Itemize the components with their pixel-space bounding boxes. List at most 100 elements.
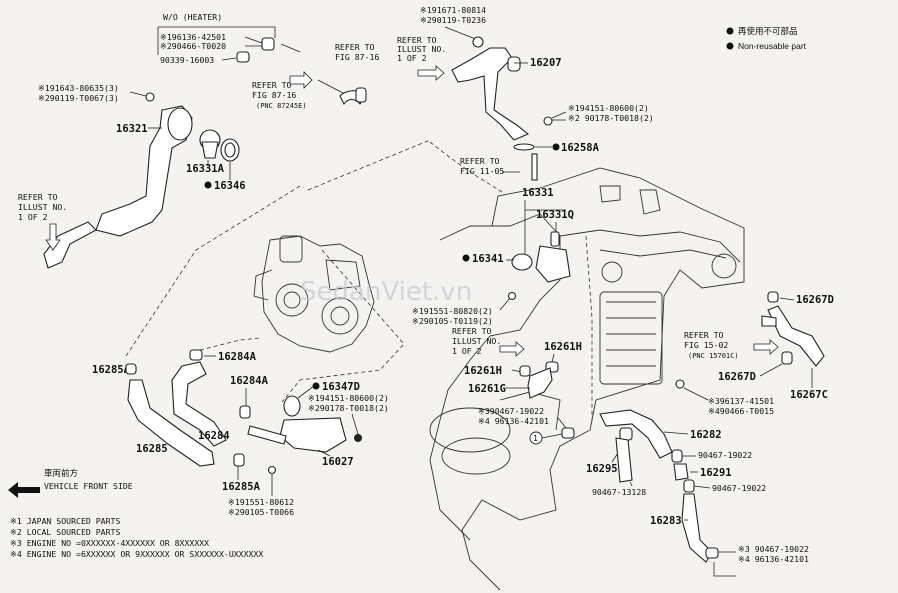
svg-text:FIG 87-16: FIG 87-16 <box>335 52 379 62</box>
bolt-part <box>675 379 685 389</box>
leader-line <box>444 26 479 41</box>
leader-line <box>297 385 359 435</box>
svg-text:REFER TO: REFER TO <box>452 326 492 336</box>
clamp-part <box>705 547 719 559</box>
svg-text:(PNC 87245E): (PNC 87245E) <box>256 102 307 110</box>
nonreusable-dot-icon <box>726 42 734 50</box>
union-16291 <box>673 463 689 481</box>
code-c13: ※290178-T0018(2) <box>308 403 389 413</box>
water-pump-assembly <box>253 235 375 353</box>
bolt-part <box>145 92 155 102</box>
part-16284[interactable]: 16284 <box>198 430 230 442</box>
footnote-3: ※3 ENGINE NO =0XXXXXX-4XXXXXX OR 8XXXXXX <box>10 538 209 548</box>
water-pipe-16207 <box>451 47 530 141</box>
flange <box>167 107 193 141</box>
dash-outline <box>199 337 261 351</box>
leader-lines <box>280 43 346 95</box>
thermostat-body <box>201 141 219 159</box>
pipe-16295 <box>615 437 633 483</box>
part-16321[interactable]: 16321 <box>116 123 148 135</box>
code-c2: ※290466-T0020 <box>160 41 226 51</box>
leader-line <box>759 363 783 377</box>
gasket-part <box>513 143 535 151</box>
part-16284A-b[interactable]: 16284A <box>230 375 269 387</box>
engine-block <box>429 167 745 591</box>
part-16283[interactable]: 16283 <box>650 515 682 527</box>
part-16295[interactable]: 16295 <box>586 463 618 475</box>
stud-part <box>531 153 538 181</box>
leader-line <box>629 481 633 487</box>
svg-text:1 OF 2: 1 OF 2 <box>397 53 427 63</box>
hose-16261H <box>527 367 553 399</box>
svg-text:ILLUST NO.: ILLUST NO. <box>397 44 446 54</box>
code-c22: 90467-19022 <box>712 483 766 493</box>
clamp-part <box>561 427 575 439</box>
bolt-part <box>507 291 517 301</box>
code-c18: ※396137-41501 <box>708 396 774 406</box>
part-16331Q[interactable]: 16331Q <box>536 209 574 221</box>
part-16282[interactable]: 16282 <box>690 429 722 441</box>
part-16331A[interactable]: 16331A <box>186 163 225 175</box>
part-16261H-b[interactable]: 16261H <box>464 365 502 377</box>
part-16267D-b[interactable]: 16267D <box>718 371 756 383</box>
refer-r5: REFER TO FIG 11-05 <box>460 156 504 176</box>
svg-text:1 OF 2: 1 OF 2 <box>18 212 48 222</box>
svg-text:REFER TO: REFER TO <box>335 42 375 52</box>
plug-part <box>236 51 250 63</box>
refer-r3: REFER TO FIG 87-16 (PNC 87245E) <box>252 80 307 110</box>
code-c6: ※191643-80635(3) <box>38 83 119 93</box>
leader-line <box>207 160 231 180</box>
arrow-right-icon <box>289 71 313 89</box>
nonreusable-dot-icon <box>312 382 320 390</box>
part-16261H-a[interactable]: 16261H <box>544 341 582 353</box>
code-c16: ※390467-19022 <box>478 406 544 416</box>
hose-16282 <box>599 409 673 459</box>
heater-note: W/O (HEATER) <box>163 12 222 22</box>
gasket-ring-inner <box>224 142 236 158</box>
code-c9: ※2 90178-T0018(2) <box>568 113 654 123</box>
part-16285A-b[interactable]: 16285A <box>222 481 261 493</box>
code-c21: 90467-13128 <box>592 487 646 497</box>
svg-text:REFER TO: REFER TO <box>684 330 724 340</box>
part-16267C[interactable]: 16267C <box>790 389 828 401</box>
part-16291[interactable]: 16291 <box>700 467 732 479</box>
code-c8: ※194151-80600(2) <box>568 103 649 113</box>
circle-marker: 1 <box>533 433 538 443</box>
part-16346[interactable]: 16346 <box>214 180 246 192</box>
refer-r7: REFER TO FIG 15-02 (PNC 15701C) <box>684 330 739 360</box>
code-c1: ※196136-42501 <box>160 32 226 42</box>
part-16347D[interactable]: 16347D <box>322 381 360 393</box>
code-c23: ※3 90467-19022 <box>738 544 809 554</box>
clamp-part <box>233 453 245 467</box>
hose-16285 <box>127 379 215 467</box>
bolt-part <box>267 465 277 475</box>
svg-text:ILLUST NO.: ILLUST NO. <box>18 202 67 212</box>
part-16285A-a[interactable]: 16285A <box>92 364 131 376</box>
leader-line <box>551 111 567 121</box>
part-16331[interactable]: 16331 <box>522 187 554 199</box>
part-16284A-a[interactable]: 16284A <box>218 351 257 363</box>
clamp-part <box>239 405 251 419</box>
dash-outline <box>429 141 503 193</box>
hose-16267C <box>767 305 825 367</box>
refer-r2: REFER TO ILLUST NO. 1 OF 2 <box>397 35 446 63</box>
part-16261G[interactable]: 16261G <box>468 383 506 395</box>
part-16258A[interactable]: 16258A <box>561 142 600 154</box>
part-16027[interactable]: 16027 <box>322 456 354 468</box>
gasket-part <box>283 395 301 417</box>
part-16267D-a[interactable]: 16267D <box>796 294 834 306</box>
hose-left <box>43 221 97 269</box>
gasket-part <box>511 253 533 271</box>
leader-line <box>499 297 511 311</box>
clamp-part <box>683 479 695 493</box>
svg-text:FIG 15-02: FIG 15-02 <box>684 340 728 350</box>
part-16285[interactable]: 16285 <box>136 443 168 455</box>
arrow-right-icon <box>499 341 525 357</box>
part-16207[interactable]: 16207 <box>530 57 562 69</box>
part-16341[interactable]: 16341 <box>472 253 504 265</box>
code-c24: ※4 96136-42101 <box>738 554 809 564</box>
refer-r4: REFER TO ILLUST NO. 1 OF 2 <box>18 192 67 222</box>
watermark: SedanViet.vn <box>300 277 472 307</box>
legend-en: Non-reusable part <box>738 41 807 51</box>
